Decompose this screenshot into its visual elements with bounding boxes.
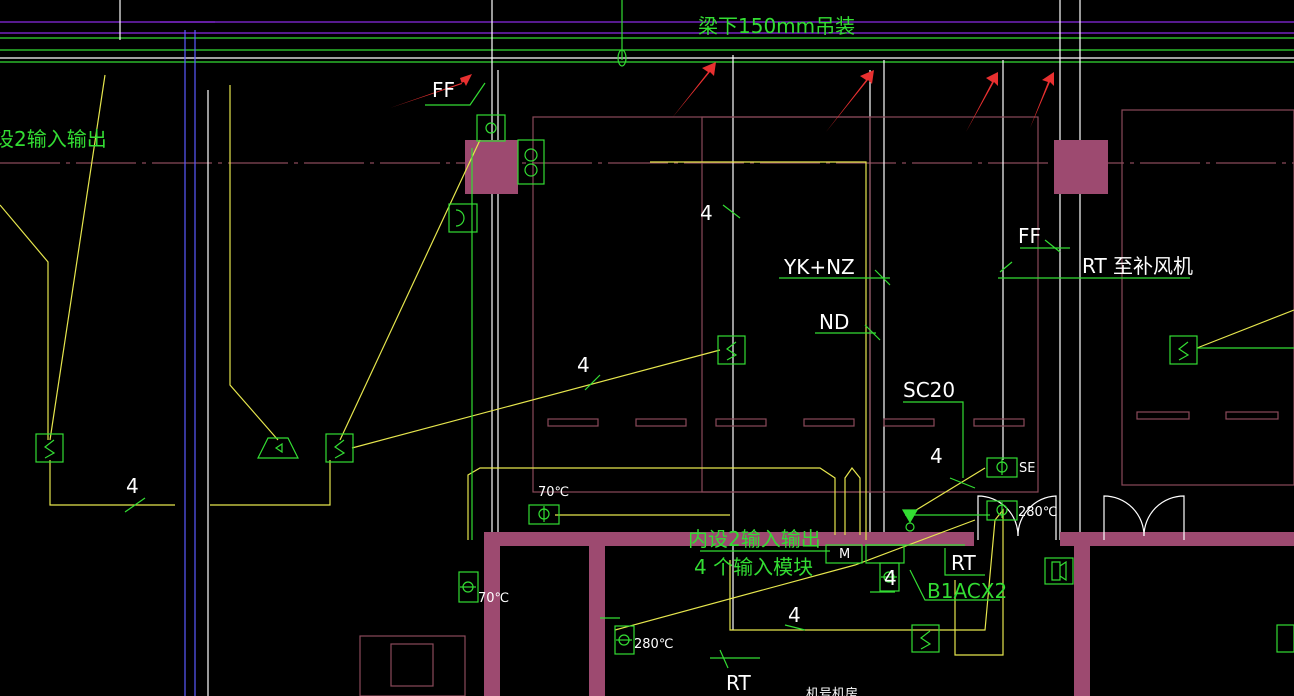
num-4-left: 4 — [126, 474, 139, 498]
module-box-icon — [825, 544, 905, 564]
rt-label-a: RT — [951, 551, 976, 575]
rt-label-b: RT — [726, 671, 751, 695]
fire-valve-icon — [458, 571, 479, 603]
fire-valve-icon — [986, 500, 1018, 521]
walls — [465, 140, 1294, 696]
input-module-icon — [35, 433, 64, 463]
num-4-top: 4 — [700, 201, 713, 225]
input-module-icon — [1169, 335, 1198, 365]
fire-valve-icon — [528, 504, 560, 525]
num-4-mid: 4 — [577, 353, 590, 377]
beam-note: 梁下150mm吊装 — [698, 14, 855, 38]
input-module-icon — [717, 335, 746, 365]
room-outlines — [359, 109, 1294, 696]
num-4-right: 4 — [930, 444, 943, 468]
flow-indicator-icon — [476, 114, 506, 142]
ceiling-dashes — [547, 411, 1279, 427]
tick-marks — [124, 204, 1061, 669]
ff-top-label: FF — [432, 78, 455, 102]
fire-valve-icon — [614, 625, 635, 655]
broadcast-speaker-icon — [1044, 557, 1074, 585]
yk-nz-label: YK+NZ — [783, 255, 855, 279]
pressure-switch-icon — [517, 139, 545, 185]
alarm-bell-icon — [448, 203, 478, 233]
num-4-module: 4 — [884, 566, 897, 590]
ff-right-label: FF — [1018, 224, 1041, 248]
input-module-icon — [325, 433, 354, 463]
bottom-cut-label: 机号机房 — [806, 686, 858, 696]
sc20-label: SC20 — [903, 378, 955, 402]
hanger-icon — [617, 49, 627, 67]
left-cut-label: 设2输入输出 — [0, 127, 107, 151]
input-module-icon — [911, 624, 940, 653]
nd-label: ND — [819, 310, 849, 334]
b1acx2-label: B1ACX2 — [927, 579, 1007, 603]
temp-70-a: 70℃ — [538, 485, 569, 500]
temp-280-b: 280℃ — [634, 637, 673, 652]
smoke-detector-icon — [901, 509, 919, 532]
module-note-1: 内设2输入输出 — [688, 527, 821, 551]
module-note-2: 4 个输入模块 — [694, 555, 813, 579]
input-module-icon — [1276, 624, 1294, 653]
num-4-bottom: 4 — [788, 603, 801, 627]
rt-to-fan-label: RT 至补风机 — [1082, 254, 1193, 278]
temp-280-a: 280℃ — [1018, 505, 1057, 520]
yellow-wiring — [0, 74, 1294, 656]
red-annotation-arrow-icon — [390, 62, 1054, 132]
green-wiring — [425, 82, 1294, 659]
temp-70-b: 70℃ — [478, 591, 509, 606]
fire-valve-icon — [986, 457, 1018, 478]
broadcast-speaker-icon — [257, 437, 299, 459]
module-m-label: M — [839, 547, 850, 562]
se-label: SE — [1019, 461, 1035, 476]
